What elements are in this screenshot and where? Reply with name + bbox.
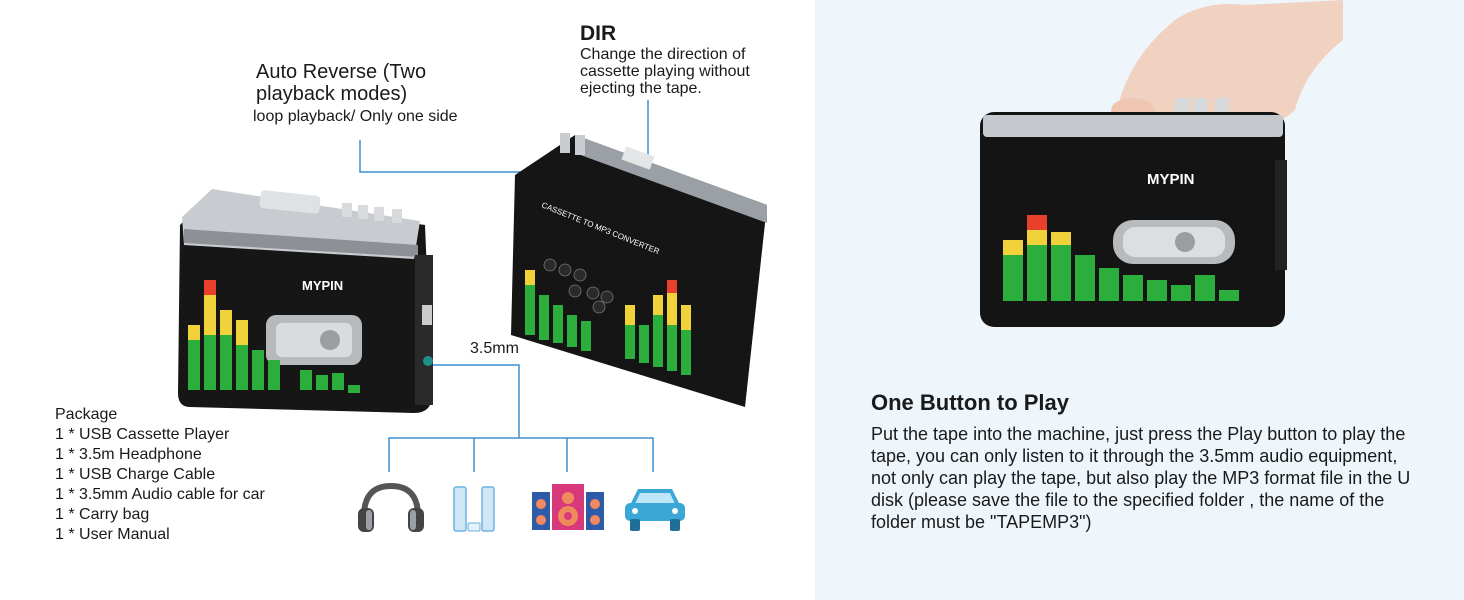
package-item: 1 * User Manual [55,526,170,543]
jack-distribution-line [388,437,654,472]
auto-reverse-title: Auto Reverse (Two playback modes) [256,61,427,105]
package-item: 1 * 3.5mm Audio cable for car [55,486,265,503]
auto-reverse-description: loop playback/ Only one side [253,108,458,125]
package-item: 1 * 3.5m Headphone [55,446,202,463]
package-item: 1 * USB Charge Cable [55,466,216,483]
package-title: Package [55,406,118,423]
speaker-tower-icon [453,486,495,532]
headphones-icon [358,482,424,532]
cassette-player-front-image: MYPIN [178,189,433,413]
cassette-player-play-image: MYPIN [975,0,1345,335]
dir-title: DIR [580,22,617,45]
eq-bars-right [1003,215,1239,301]
jack-label: 3.5mm [470,340,519,357]
brand-logo-large: MYPIN [1147,171,1195,188]
car-icon [625,489,685,531]
eq-bars-mid [525,270,691,375]
feature-title: One Button to Play [871,390,1069,415]
connector-lines [359,100,654,472]
package-item: 1 * Carry bag [55,506,150,523]
dir-description: Change the direction of cassette playing… [580,46,750,97]
package-item: 1 * USB Cassette Player [55,426,230,443]
package-list: Package 1 * USB Cassette Player 1 * 3.5m… [55,405,265,545]
eq-bars-left [188,280,360,393]
stereo-speaker-icon [532,484,604,530]
feature-description: Put the tape into the machine, just pres… [871,424,1411,532]
jack-connector [430,364,520,438]
brand-logo: MYPIN [302,278,343,293]
cassette-player-angled-image: CASSETTE TO MP3 CONVERTER [511,133,767,407]
